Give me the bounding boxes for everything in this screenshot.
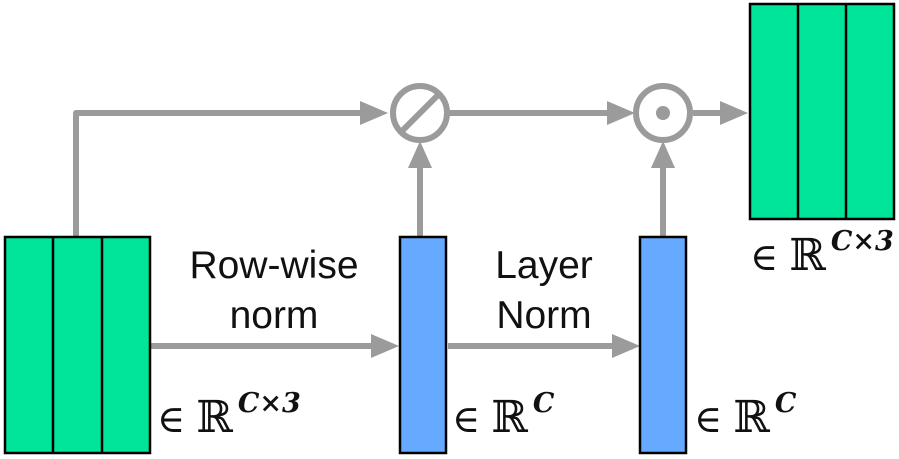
arrowhead-multiply-to-output (720, 101, 748, 125)
multiply-operator-icon (633, 83, 693, 143)
rowwise-norm-label-line1: Row-wise (189, 244, 358, 287)
arrows (73, 101, 748, 358)
rownorm-vector (398, 235, 448, 455)
divide-operator-icon (390, 83, 450, 143)
arrow-input-to-divide (73, 110, 364, 237)
rowwise-norm-label-line2: norm (230, 294, 319, 337)
arrowhead-rownorm-to-layernorm (612, 334, 640, 358)
layernorm-vector (638, 235, 688, 455)
arrowhead-input-to-divide (360, 101, 388, 125)
output-matrix (748, 2, 896, 221)
arrowhead-layernorm-to-multiply (651, 141, 675, 168)
output-dimension-annotation: ∈ ℝ C×3 (750, 226, 894, 281)
input-dimension-annotation: ∈ ℝ C×3 (157, 388, 301, 443)
arrowhead-input-to-rownorm (371, 334, 399, 358)
arrowhead-rownorm-to-divide (408, 141, 432, 168)
layer-norm-label-line2: Norm (496, 294, 591, 337)
layer-norm-label-line1: Layer (495, 244, 593, 287)
input-matrix (3, 235, 152, 455)
arrowhead-divide-to-multiply (607, 101, 635, 125)
layernorm-dimension-annotation: ∈ ℝ C (694, 388, 797, 443)
rownorm-dimension-annotation: ∈ ℝ C (452, 388, 555, 443)
